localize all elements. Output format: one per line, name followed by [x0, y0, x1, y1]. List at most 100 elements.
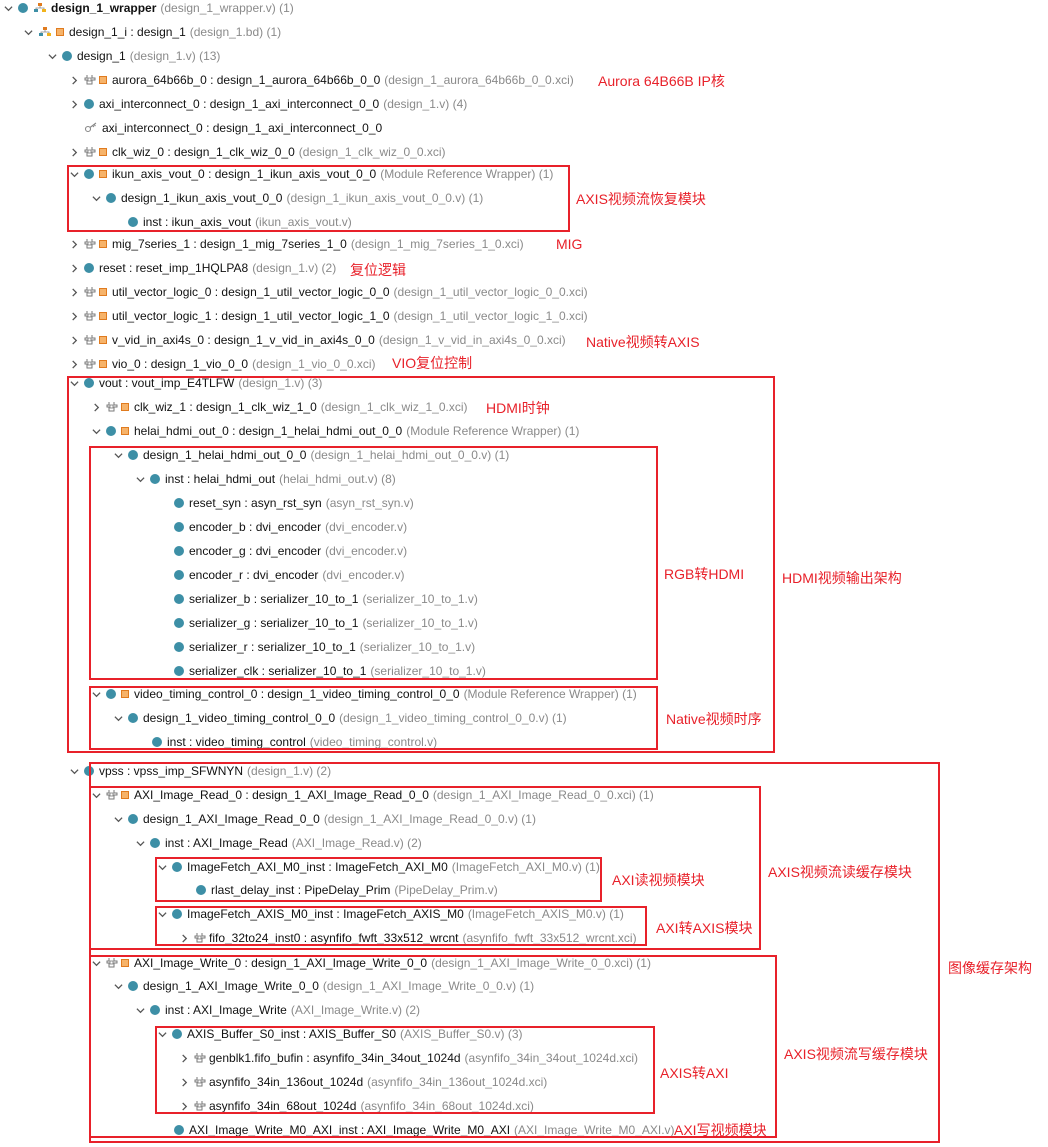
chevron-down-icon[interactable]	[90, 687, 102, 701]
chevron-down-icon[interactable]	[90, 956, 102, 970]
chevron-right-icon[interactable]	[68, 309, 80, 323]
tree-row[interactable]: v_vid_in_axi4s_0 : design_1_v_vid_in_axi…	[68, 330, 566, 350]
tree-row[interactable]: asynfifo_34in_68out_1024d(asynfifo_34in_…	[178, 1096, 534, 1116]
chevron-down-icon[interactable]	[90, 788, 102, 802]
tree-row[interactable]: reset_syn : asyn_rst_syn(asyn_rst_syn.v)	[158, 493, 414, 513]
source-file: (design_1_aurora_64b66b_0_0.xci)	[384, 73, 574, 87]
tree-row[interactable]: design_1_helai_hdmi_out_0_0(design_1_hel…	[112, 445, 509, 465]
tree-row[interactable]: serializer_g : serializer_10_to_1(serial…	[158, 613, 478, 633]
chevron-down-icon[interactable]	[22, 25, 34, 39]
tree-row[interactable]: serializer_clk : serializer_10_to_1(seri…	[158, 661, 486, 681]
tree-row[interactable]: rlast_delay_inst : PipeDelay_Prim(PipeDe…	[180, 880, 498, 900]
tree-row[interactable]: AXI_Image_Write_M0_AXI_inst : AXI_Image_…	[158, 1120, 675, 1140]
chevron-down-icon[interactable]	[112, 711, 124, 725]
chevron-right-icon[interactable]	[178, 931, 190, 945]
source-file: (design_1_AXI_Image_Write_0_0.xci) (1)	[431, 956, 651, 970]
tree-row[interactable]: video_timing_control_0 : design_1_video_…	[90, 684, 637, 704]
tree-row[interactable]: encoder_g : dvi_encoder(dvi_encoder.v)	[158, 541, 407, 561]
chevron-down-icon[interactable]	[112, 812, 124, 826]
chevron-down-icon[interactable]	[134, 472, 146, 486]
chevron-down-icon[interactable]	[90, 424, 102, 438]
chevron-right-icon[interactable]	[68, 261, 80, 275]
tree-row[interactable]: vpss : vpss_imp_SFWNYN(design_1.v) (2)	[68, 761, 331, 781]
tree-row[interactable]: fifo_32to24_inst0 : asynfifo_fwft_33x512…	[178, 928, 637, 948]
chevron-down-icon[interactable]	[90, 191, 102, 205]
tree-row[interactable]: serializer_r : serializer_10_to_1(serial…	[158, 637, 475, 657]
chevron-down-icon[interactable]	[68, 764, 80, 778]
tree-row[interactable]: serializer_b : serializer_10_to_1(serial…	[158, 589, 478, 609]
tree-row[interactable]: inst : AXI_Image_Write(AXI_Image_Write.v…	[134, 1000, 420, 1020]
chevron-down-icon[interactable]	[68, 376, 80, 390]
chevron-down-icon[interactable]	[2, 1, 14, 15]
chevron-down-icon[interactable]	[156, 907, 168, 921]
tree-row[interactable]: encoder_b : dvi_encoder(dvi_encoder.v)	[158, 517, 407, 537]
chevron-right-icon[interactable]	[68, 73, 80, 87]
tree-row[interactable]: inst : helai_hdmi_out(helai_hdmi_out.v) …	[134, 469, 396, 489]
tree-row[interactable]: mig_7series_1 : design_1_mig_7series_1_0…	[68, 234, 524, 254]
tree-row[interactable]: inst : AXI_Image_Read(AXI_Image_Read.v) …	[134, 833, 422, 853]
instance-name: axi_interconnect_0 : design_1_axi_interc…	[102, 121, 383, 135]
source-file: (video_timing_control.v)	[309, 735, 438, 749]
tree-row[interactable]: util_vector_logic_0 : design_1_util_vect…	[68, 282, 588, 302]
source-file: (design_1_AXI_Image_Write_0_0.v) (1)	[322, 979, 535, 993]
tree-row[interactable]: clk_wiz_1 : design_1_clk_wiz_1_0(design_…	[90, 397, 468, 417]
module-dot-icon	[84, 169, 94, 179]
chevron-right-icon[interactable]	[68, 285, 80, 299]
tree-row[interactable]: inst : video_timing_control(video_timing…	[136, 732, 437, 752]
chevron-right-icon[interactable]	[68, 333, 80, 347]
tree-row[interactable]: design_1(design_1.v) (13)	[46, 46, 220, 66]
tree-row[interactable]: inst : ikun_axis_vout(ikun_axis_vout.v)	[112, 212, 352, 232]
chevron-down-icon[interactable]	[46, 49, 58, 63]
chevron-right-icon[interactable]	[68, 97, 80, 111]
tree-row[interactable]: reset : reset_imp_1HQLPA8(design_1.v) (2…	[68, 258, 336, 278]
tree-row[interactable]: vout : vout_imp_E4TLFW(design_1.v) (3)	[68, 373, 322, 393]
chevron-down-icon[interactable]	[156, 860, 168, 874]
tree-row[interactable]: ikun_axis_vout_0 : design_1_ikun_axis_vo…	[68, 164, 553, 184]
tree-row[interactable]: encoder_r : dvi_encoder(dvi_encoder.v)	[158, 565, 404, 585]
annotation-label: HDMI视频输出架构	[782, 570, 902, 586]
tree-row[interactable]: AXI_Image_Read_0 : design_1_AXI_Image_Re…	[90, 785, 654, 805]
source-file: (design_1_AXI_Image_Read_0_0.xci) (1)	[432, 788, 654, 802]
tree-row[interactable]: ImageFetch_AXIS_M0_inst : ImageFetch_AXI…	[156, 904, 624, 924]
chevron-right-icon[interactable]	[178, 1051, 190, 1065]
chevron-right-icon[interactable]	[68, 357, 80, 371]
tree-row[interactable]: helai_hdmi_out_0 : design_1_helai_hdmi_o…	[90, 421, 579, 441]
chevron-right-icon[interactable]	[68, 237, 80, 251]
tree-row[interactable]: aurora_64b66b_0 : design_1_aurora_64b66b…	[68, 70, 574, 90]
tree-row[interactable]: design_1_i : design_1(design_1.bd) (1)	[22, 22, 281, 42]
chevron-right-icon[interactable]	[90, 400, 102, 414]
tree-row[interactable]: axi_interconnect_0 : design_1_axi_interc…	[68, 118, 382, 138]
block-square-icon	[121, 403, 129, 411]
module-dot-icon	[84, 766, 94, 776]
tree-row[interactable]: vio_0 : design_1_vio_0_0(design_1_vio_0_…	[68, 354, 376, 374]
chevron-down-icon[interactable]	[112, 448, 124, 462]
tree-row[interactable]: util_vector_logic_1 : design_1_util_vect…	[68, 306, 588, 326]
annotation-label: AXI写视频模块	[674, 1122, 767, 1138]
tree-row[interactable]: design_1_ikun_axis_vout_0_0(design_1_iku…	[90, 188, 483, 208]
tree-row[interactable]: asynfifo_34in_136out_1024d(asynfifo_34in…	[178, 1072, 547, 1092]
chevron-down-icon[interactable]	[134, 1003, 146, 1017]
annotation-label: AXIS视频流恢复模块	[576, 191, 706, 207]
chevron-down-icon[interactable]	[134, 836, 146, 850]
tree-row[interactable]: design_1_video_timing_control_0_0(design…	[112, 708, 567, 728]
tree-row[interactable]: ImageFetch_AXI_M0_inst : ImageFetch_AXI_…	[156, 857, 600, 877]
source-file: (serializer_10_to_1.v)	[359, 640, 476, 654]
instance-name: ImageFetch_AXIS_M0_inst : ImageFetch_AXI…	[187, 907, 464, 921]
tree-row[interactable]: design_1_wrapper(design_1_wrapper.v) (1)	[2, 0, 294, 18]
chevron-down-icon[interactable]	[156, 1027, 168, 1041]
source-file: (design_1_wrapper.v) (1)	[160, 1, 294, 15]
tree-row[interactable]: clk_wiz_0 : design_1_clk_wiz_0_0(design_…	[68, 142, 446, 162]
tree-row[interactable]: AXIS_Buffer_S0_inst : AXIS_Buffer_S0(AXI…	[156, 1024, 523, 1044]
chevron-right-icon[interactable]	[178, 1099, 190, 1113]
chevron-down-icon[interactable]	[68, 167, 80, 181]
tree-row[interactable]: design_1_AXI_Image_Write_0_0(design_1_AX…	[112, 976, 534, 996]
chevron-down-icon[interactable]	[112, 979, 124, 993]
chevron-right-icon[interactable]	[178, 1075, 190, 1089]
tree-row[interactable]: AXI_Image_Write_0 : design_1_AXI_Image_W…	[90, 953, 651, 973]
module-dot-icon	[150, 474, 160, 484]
tree-row[interactable]: axi_interconnect_0 : design_1_axi_interc…	[68, 94, 467, 114]
tree-row[interactable]: genblk1.fifo_bufin : asynfifo_34in_34out…	[178, 1048, 638, 1068]
source-file: (design_1_util_vector_logic_1_0.xci)	[393, 309, 588, 323]
chevron-right-icon[interactable]	[68, 145, 80, 159]
tree-row[interactable]: design_1_AXI_Image_Read_0_0(design_1_AXI…	[112, 809, 536, 829]
